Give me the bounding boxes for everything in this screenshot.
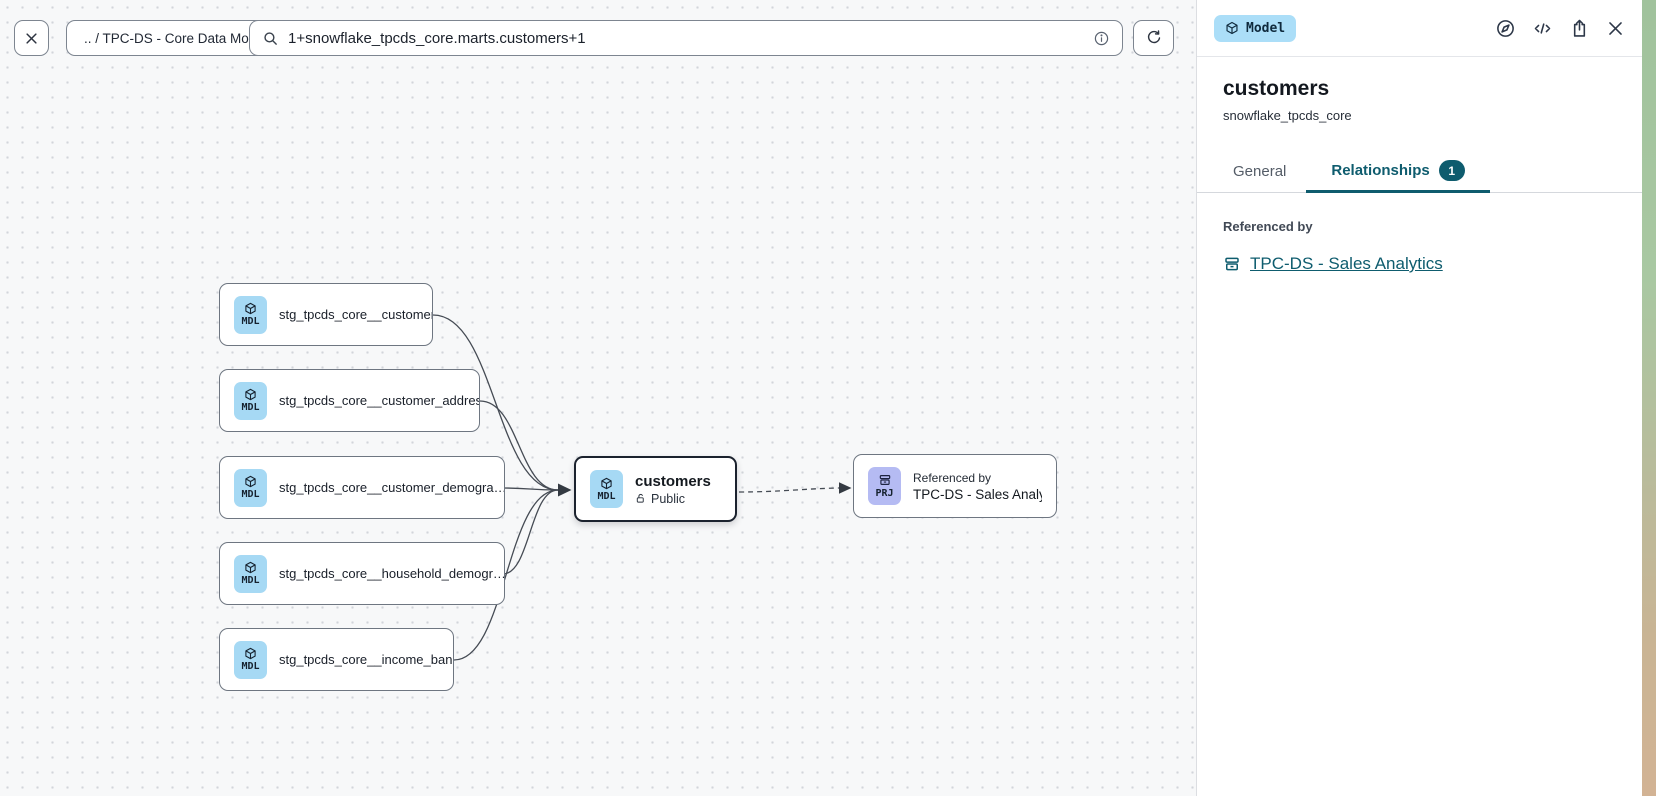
cube-icon — [244, 388, 257, 401]
refresh-icon — [1145, 29, 1163, 47]
close-icon — [24, 31, 39, 46]
lineage-node-stg-tpcds-core-customer-demographics[interactable]: MDL stg_tpcds_core__customer_demogra… — [219, 456, 505, 519]
access-label: Public — [651, 491, 686, 506]
node-label: stg_tpcds_core__income_band — [279, 652, 454, 667]
node-label: stg_tpcds_core__customer_address — [279, 393, 480, 408]
model-type-badge: MDL — [234, 295, 267, 334]
project-subtitle: snowflake_tpcds_core — [1223, 108, 1352, 123]
access-row: Public — [635, 492, 711, 506]
project-icon — [1223, 255, 1241, 273]
node-label: stg_tpcds_core__household_demogr… — [279, 566, 505, 581]
lineage-search — [249, 20, 1123, 56]
project-icon — [878, 473, 892, 487]
lineage-node-stg-tpcds-core-customer[interactable]: MDL stg_tpcds_core__customer — [219, 283, 433, 346]
model-type-badge: MDL — [590, 470, 623, 508]
code-icon[interactable] — [1532, 18, 1553, 39]
refresh-lineage-button[interactable] — [1133, 20, 1174, 56]
lineage-edges — [432, 314, 852, 661]
unlock-icon — [635, 493, 646, 504]
project-type-badge: PRJ — [868, 467, 901, 505]
referenced-by-heading: Referenced by — [1223, 219, 1313, 234]
desktop-wallpaper-strip — [1642, 0, 1656, 796]
node-label: stg_tpcds_core__customer — [279, 307, 433, 322]
close-icon[interactable] — [1606, 19, 1625, 38]
node-label: TPC-DS - Sales Analytics — [913, 486, 1042, 502]
tab-general[interactable]: General — [1233, 163, 1287, 180]
cube-icon — [244, 647, 257, 660]
model-type-badge: MDL — [234, 554, 267, 593]
cube-icon — [600, 477, 613, 490]
cube-icon — [244, 475, 257, 488]
breadcrumb-label: .. / TPC-DS - Core Data Models — [84, 30, 274, 46]
relationships-count-badge: 1 — [1438, 160, 1465, 181]
resource-type-badge: Model — [1214, 14, 1297, 42]
page-title: customers — [1223, 77, 1330, 100]
lineage-canvas[interactable]: .. / TPC-DS - Core Data Models MDL stg_t… — [0, 0, 1196, 796]
search-input[interactable] — [288, 29, 1084, 47]
panel-header: Model — [1197, 0, 1642, 57]
node-label: customers — [635, 472, 711, 490]
model-type-badge: MDL — [234, 381, 267, 420]
node-label: stg_tpcds_core__customer_demogra… — [279, 480, 505, 495]
details-panel: Model customers snowflake_tpcds_core Gen… — [1196, 0, 1642, 796]
lineage-node-stg-tpcds-core-household-demographics[interactable]: MDL stg_tpcds_core__household_demogr… — [219, 542, 505, 605]
lineage-node-tpcds-sales-analytics[interactable]: PRJ Referenced by TPC-DS - Sales Analyti… — [853, 454, 1057, 518]
referenced-by-link[interactable]: TPC-DS - Sales Analytics — [1250, 254, 1443, 273]
share-icon[interactable] — [1569, 18, 1590, 39]
panel-tabs: General Relationships 1 — [1197, 151, 1642, 193]
lineage-node-stg-tpcds-core-income-band[interactable]: MDL stg_tpcds_core__income_band — [219, 628, 454, 691]
model-type-badge: MDL — [234, 640, 267, 679]
node-subtitle: Referenced by — [913, 470, 992, 485]
lineage-node-customers-selected[interactable]: MDL customers Public — [574, 456, 737, 522]
cube-icon — [1225, 21, 1239, 35]
cube-icon — [244, 302, 257, 315]
compass-icon[interactable] — [1495, 18, 1516, 39]
tab-relationships[interactable]: Relationships 1 — [1306, 151, 1490, 193]
search-icon — [262, 30, 279, 47]
info-icon[interactable] — [1093, 30, 1110, 47]
model-type-badge: MDL — [234, 468, 267, 507]
lineage-node-stg-tpcds-core-customer-address[interactable]: MDL stg_tpcds_core__customer_address — [219, 369, 480, 432]
close-lineage-button[interactable] — [14, 20, 49, 56]
referenced-by-item: TPC-DS - Sales Analytics — [1223, 254, 1642, 274]
cube-icon — [244, 561, 257, 574]
